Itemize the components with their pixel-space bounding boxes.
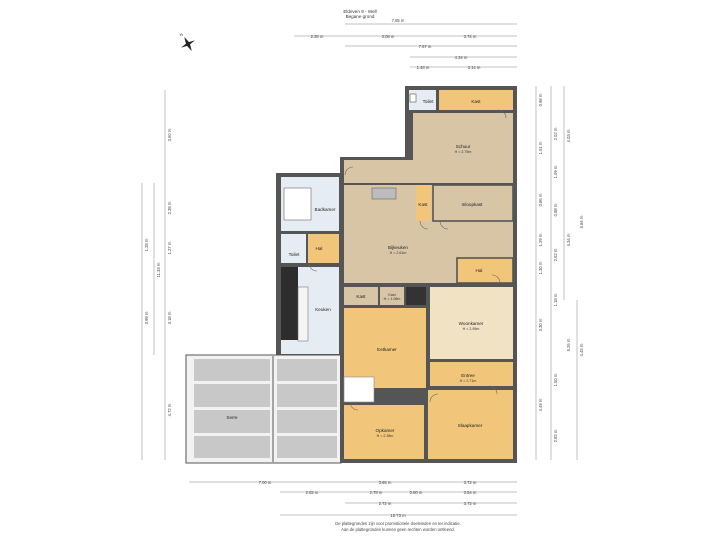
room-label-hal-right: Hal xyxy=(476,268,483,273)
kast-mid-room xyxy=(416,185,431,221)
dim-right-14: 2.82 m xyxy=(553,429,558,442)
dim-right-9b: 3.30 m xyxy=(538,318,543,331)
dim-right-5b: 1.29 m xyxy=(538,233,543,246)
floor-label: Begane grond xyxy=(346,14,375,19)
disclaimer-line-2: Aan de plattegronden kunnen geen rechten… xyxy=(341,527,455,532)
dim-left-2a: 1.27 m xyxy=(167,241,172,254)
dim-top-4: 4.34 m xyxy=(455,55,468,60)
dim-right-2a: 1.51 m xyxy=(538,141,543,154)
svg-text:N: N xyxy=(179,32,184,38)
dim-right-6: 2.62 m xyxy=(553,248,558,261)
room-label-slaapkamer: Slaapkamer xyxy=(458,423,483,428)
disclaimer-line-1: De plattegronden zijn voor promotionele … xyxy=(335,521,460,526)
address-label: Eldeven 9 - Well xyxy=(343,9,376,14)
room-label-kast-top: Kast xyxy=(471,99,481,104)
kast-top-room xyxy=(439,90,513,110)
room-label-opkamer: Opkamer xyxy=(376,428,395,433)
slaapkamer-room xyxy=(428,390,513,459)
room-label-inloopkast: Inloopkast xyxy=(462,202,484,207)
dimension-lines xyxy=(141,23,578,516)
dim-top-2a: 2.28 m xyxy=(311,34,324,39)
room-height-opkamer: H = 2.38m xyxy=(377,434,394,438)
dim-bottom-4: 10.73 m xyxy=(390,513,406,518)
room-height-woonkamer: H = 2.95m xyxy=(463,327,480,331)
room-label-entree: Entree xyxy=(461,373,475,378)
dim-left-5: 1.28 m xyxy=(144,238,149,251)
room-height-kast2: H = 1.08m xyxy=(384,297,401,301)
dim-left-2c: 3.18 m xyxy=(167,311,172,324)
room-height-schuur: H = 2.79m xyxy=(455,150,472,154)
dim-left-3: 3.99 m xyxy=(144,311,149,324)
kast2-room xyxy=(380,287,404,305)
eetkamer-room xyxy=(344,308,426,388)
door-swings xyxy=(308,109,507,411)
dim-bottom-1b: 3.65 m xyxy=(379,480,392,485)
room-label-toilet-left: Toilet xyxy=(289,252,300,257)
dim-right-1: 0.98 m xyxy=(538,93,543,106)
toilet-left-room xyxy=(281,234,306,263)
room-label-hal-left: Hal xyxy=(316,246,323,251)
dim-right-5c: 1.30 m xyxy=(538,261,543,274)
dim-right-12: 1.50 m xyxy=(553,373,558,386)
room-label-keuken: Keuken xyxy=(315,307,331,312)
dim-top-2c: 3.74 m xyxy=(464,34,477,39)
dim-right-9a: 1.18 m xyxy=(553,293,558,306)
dim-right-5a: 0.86 m xyxy=(538,193,543,206)
room-label-serre: Serre xyxy=(226,415,238,420)
room-label-bijkeuken: Bijkeuken xyxy=(388,245,408,250)
dim-bottom-3a: 2.72 m xyxy=(379,501,392,506)
room-height-bijkeuken: H = 2.61m xyxy=(390,251,407,255)
dim-right-7: 4.34 m xyxy=(566,233,571,246)
dim-top-5b: 3.14 m xyxy=(468,65,481,70)
dim-left-1a: 3.60 m xyxy=(167,128,172,141)
dim-right-3: 2.02 m xyxy=(553,127,558,140)
kast-kelder-room xyxy=(344,287,378,305)
hal-right-room xyxy=(456,257,514,284)
room-label-toilet-top: Toilet xyxy=(423,99,434,104)
dim-bottom-2d: 3.54 m xyxy=(464,490,477,495)
inloopkast-room xyxy=(432,184,514,222)
dim-right-2b: 0.88 m xyxy=(553,203,558,216)
hal-left-room xyxy=(308,234,339,263)
dim-bottom-3b: 3.72 m xyxy=(464,501,477,506)
room-label-schuur: Schuur xyxy=(456,144,471,149)
entree-room xyxy=(430,362,513,386)
dim-right-4: 4.03 m xyxy=(566,129,571,142)
dim-right-11: 4.45 m xyxy=(579,343,584,356)
dim-top-5a: 1.48 m xyxy=(417,65,430,70)
opkamer-room xyxy=(344,405,424,459)
dim-bottom-2b: 2.78 m xyxy=(370,490,383,495)
dim-right-2c: 1.09 m xyxy=(553,165,558,178)
compass-icon: N xyxy=(179,32,196,52)
room-label-kast-mid: Kast xyxy=(418,202,428,207)
woonkamer-room xyxy=(430,287,513,359)
room-label-kast2: Kast xyxy=(388,293,395,297)
room-label-eetkamer: Eetkamer xyxy=(377,347,397,352)
dim-left-4: 11.33 m xyxy=(156,262,161,277)
dim-right-13: 4.49 m xyxy=(538,398,543,411)
room-height-entree: H = 2.71m xyxy=(460,379,477,383)
dim-top-2b: 3.08 m xyxy=(382,34,395,39)
dim-bottom-2a: 2.82 m xyxy=(306,490,319,495)
room-label-kast-kelder: Kast xyxy=(356,294,366,299)
dim-bottom-1a: 7.00 m xyxy=(259,480,272,485)
dim-bottom-2c: 0.80 m xyxy=(410,490,423,495)
dim-top-3: 7.67 m xyxy=(419,44,432,49)
serre-room xyxy=(185,354,342,464)
dim-right-8: 5.84 m xyxy=(579,215,584,228)
dim-left-1b: 2.39 m xyxy=(167,201,172,214)
dim-top-1: 7.85 m xyxy=(392,18,405,23)
room-label-badkamer: Badkamer xyxy=(315,207,336,212)
room-label-woonkamer: Woonkamer xyxy=(459,321,484,326)
dim-bottom-1c: 3.72 m xyxy=(464,480,477,485)
dim-right-10: 5.26 m xyxy=(566,338,571,351)
dim-left-6: 4.72 m xyxy=(167,403,172,416)
